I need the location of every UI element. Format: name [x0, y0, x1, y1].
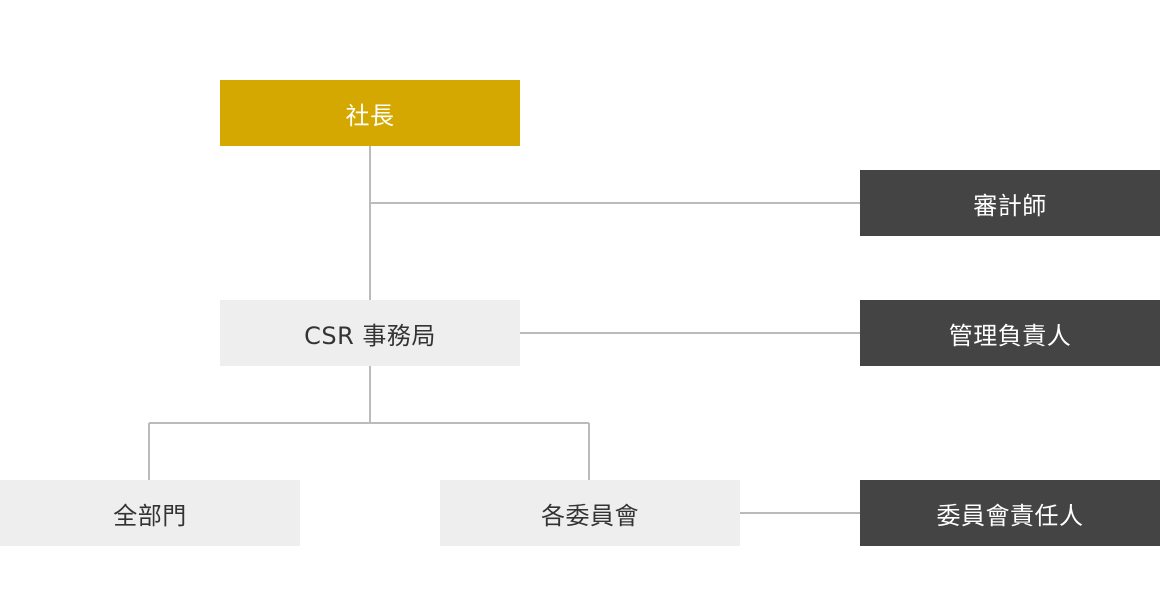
- node-auditor: 審計師: [860, 170, 1160, 236]
- node-committees: 各委員會: [440, 480, 740, 546]
- node-committee-lead: 委員會責任人: [860, 480, 1160, 546]
- node-manager: 管理負責人: [860, 300, 1160, 366]
- node-auditor-label: 審計師: [973, 191, 1047, 220]
- node-committees-label: 各委員會: [541, 501, 639, 530]
- node-csr-office: CSR 事務局: [220, 300, 520, 366]
- node-all-departments-label: 全部門: [113, 501, 187, 530]
- node-csr-office-label: CSR 事務局: [304, 321, 436, 350]
- node-president: 社長: [220, 80, 520, 146]
- node-all-departments: 全部門: [0, 480, 300, 546]
- node-president-label: 社長: [345, 101, 395, 130]
- node-committee-lead-label: 委員會責任人: [936, 501, 1084, 530]
- node-manager-label: 管理負責人: [948, 321, 1072, 350]
